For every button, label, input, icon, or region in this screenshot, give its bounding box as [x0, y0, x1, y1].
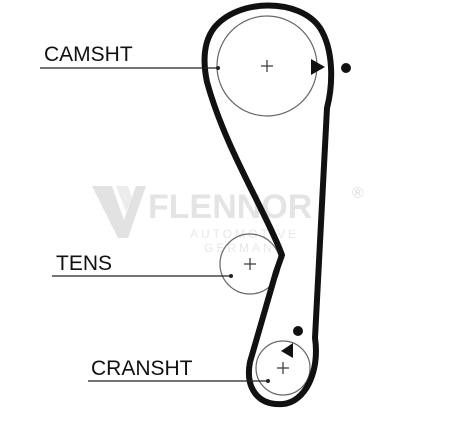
camshaft-pulley: [216, 15, 318, 117]
crankshaft-pulley: [255, 340, 311, 396]
crankshaft-leader-dot: [266, 379, 270, 383]
watermark: FLENNOR ® AUTOMOTIVE GERMANY: [92, 185, 364, 255]
watermark-logo-icon: [92, 186, 146, 238]
watermark-subline-2: GERMANY: [204, 241, 286, 255]
timing-belt: [201, 2, 335, 408]
crankshaft-label: CRANSHT: [91, 357, 193, 380]
camshaft-leader-dot: [216, 66, 220, 70]
camshaft-rotation-arrow-icon: [311, 59, 325, 75]
watermark-brand: FLENNOR: [148, 188, 312, 226]
crankshaft-rotation-arrow-icon: [281, 343, 293, 358]
tensioner-leader-dot: [229, 274, 233, 278]
tensioner-label: TENS: [56, 252, 112, 275]
watermark-registered: ®: [352, 185, 364, 202]
crankshaft-timing-mark-icon: [293, 326, 303, 336]
camshaft-label: CAMSHT: [44, 43, 133, 66]
camshaft-timing-mark-icon: [341, 63, 351, 73]
